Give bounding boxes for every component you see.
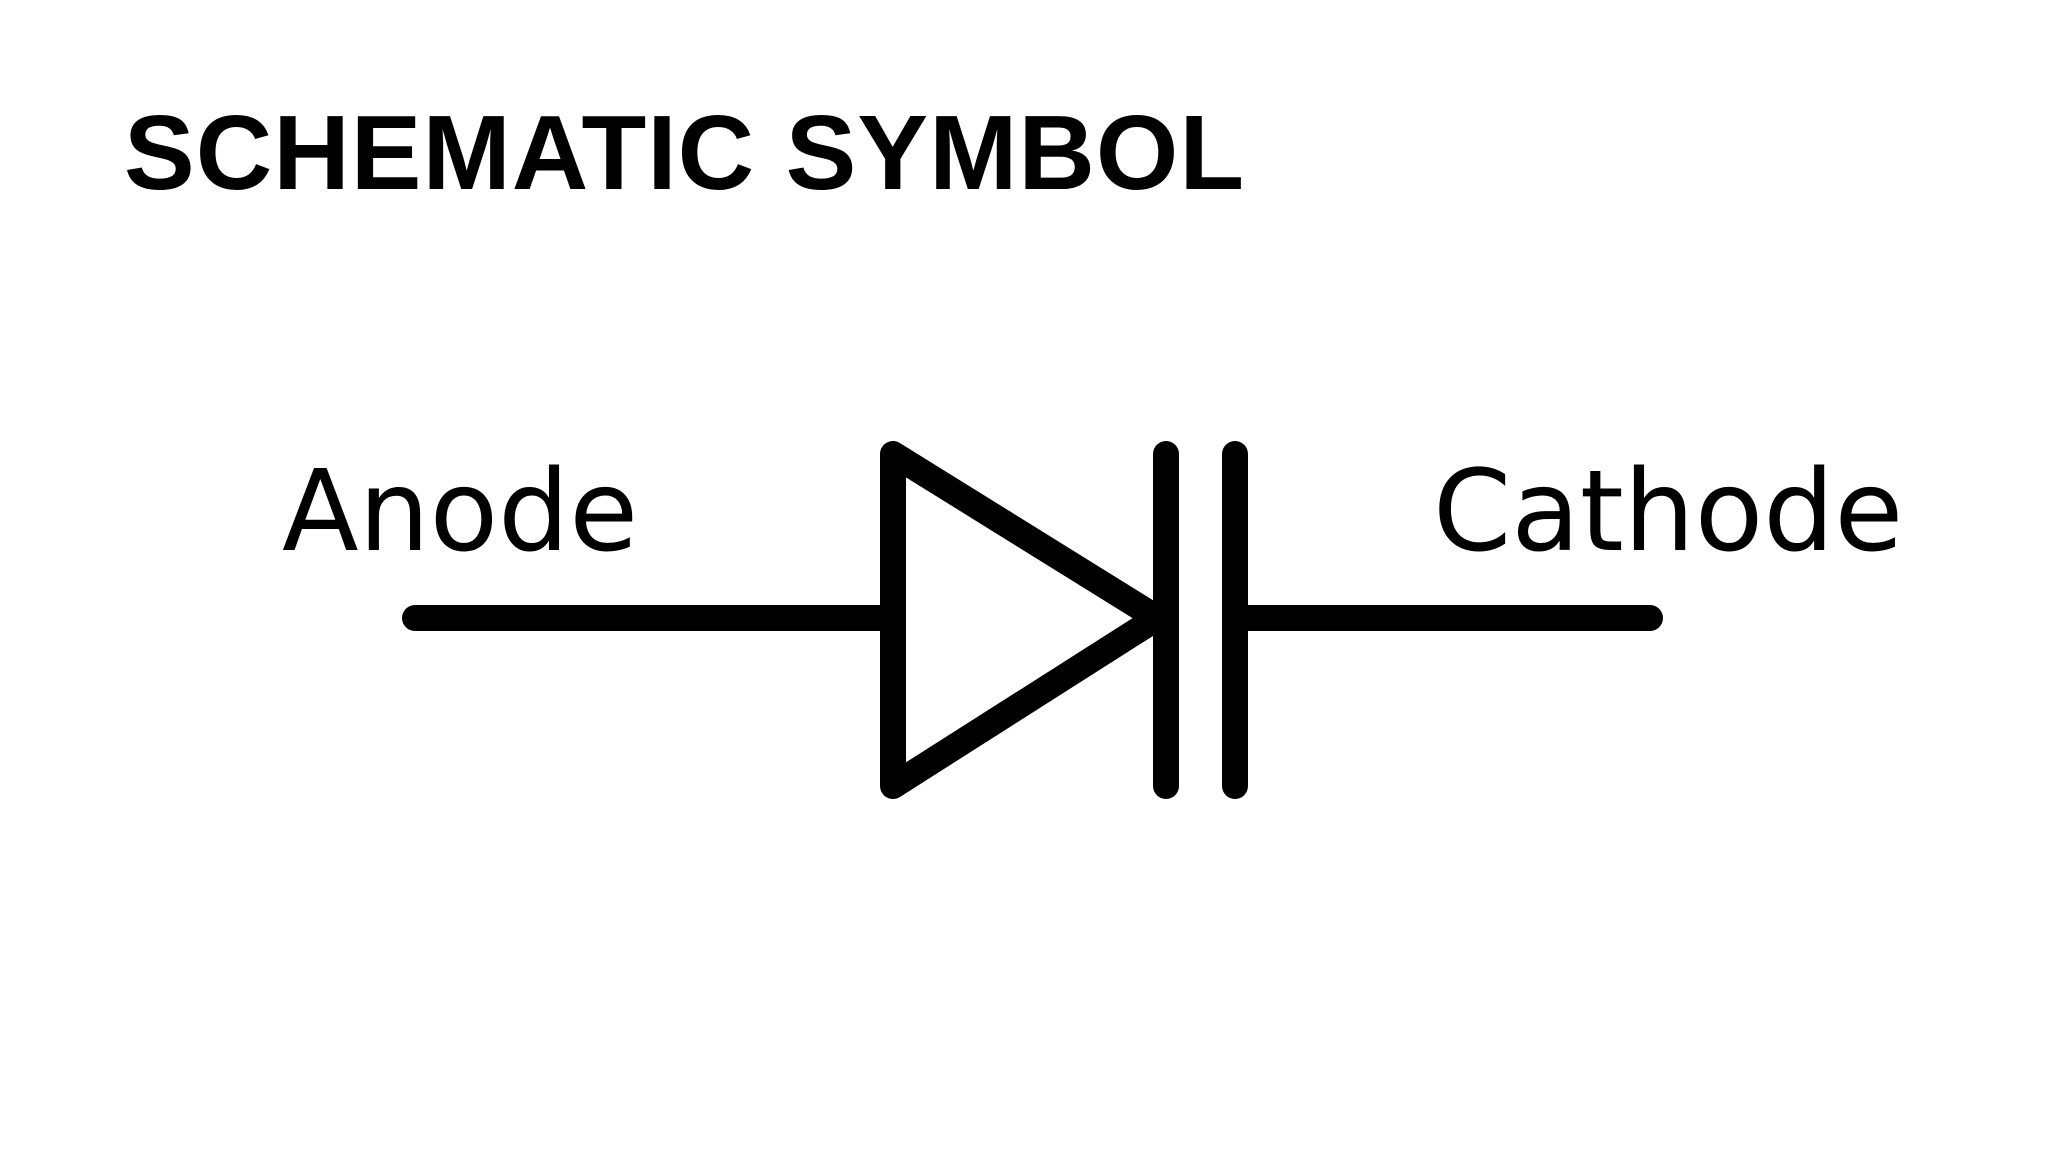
cathode-label: Cathode xyxy=(1433,447,1903,577)
page-title: SCHEMATIC SYMBOL xyxy=(124,94,1246,212)
anode-label: Anode xyxy=(282,447,638,577)
diode-triangle xyxy=(880,441,1170,799)
